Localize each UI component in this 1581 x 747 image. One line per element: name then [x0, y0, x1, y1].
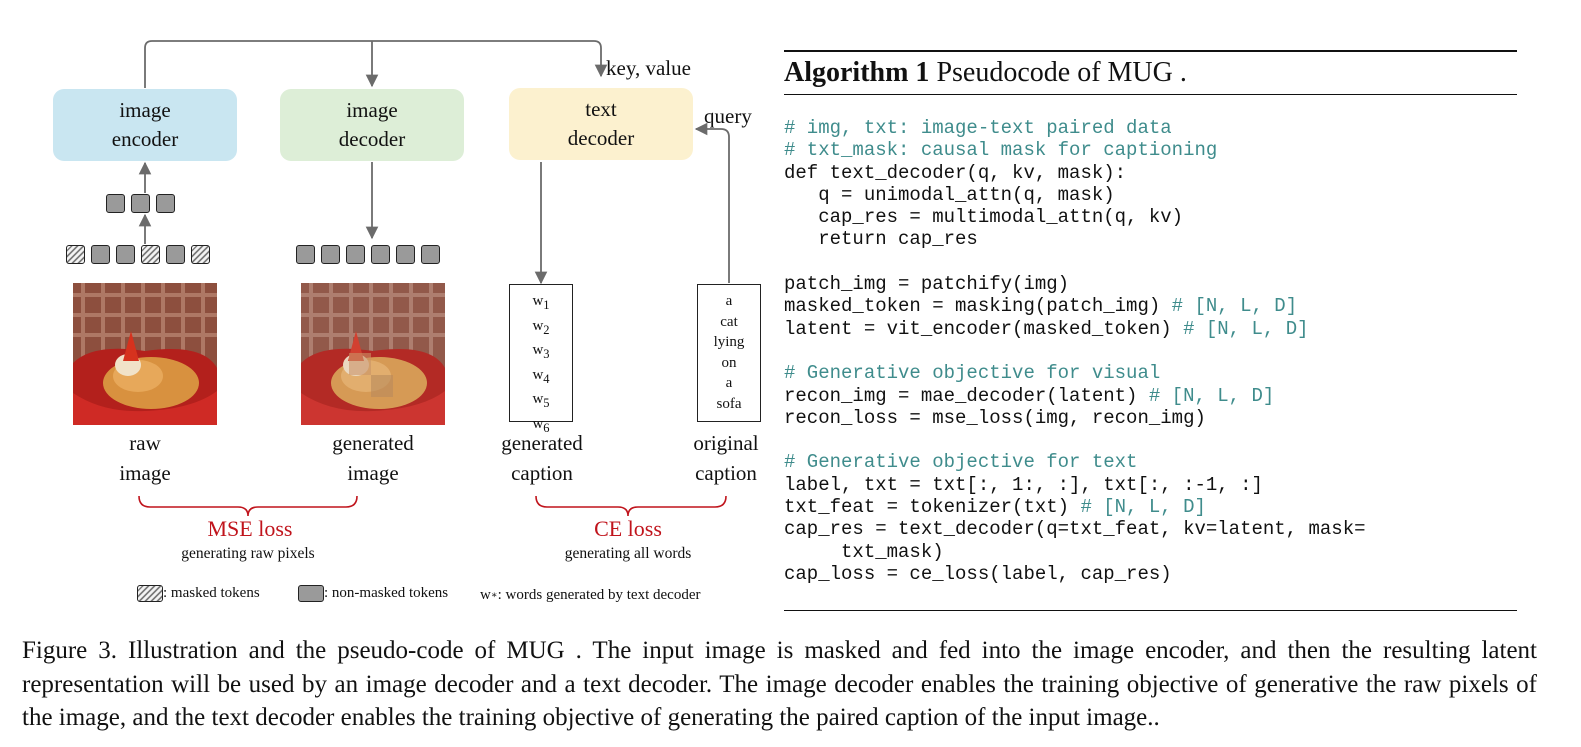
code-line: [784, 340, 1366, 362]
bottom-rule: [784, 610, 1517, 611]
code-line: cap_loss = ce_loss(label, cap_res): [784, 562, 1172, 585]
non-masked-token: [166, 245, 185, 264]
pseudocode: # img, txt: image-text paired data# txt_…: [784, 117, 1366, 585]
latent-to-text-decoder-arrow: [144, 40, 608, 88]
code-line: # Generative objective for visual: [784, 362, 1161, 385]
legend-masked: : masked tokens: [137, 585, 260, 602]
code-line: label, txt = txt[:, 1:, :], txt[:, :-1, …: [784, 473, 1263, 496]
code-line: recon_loss = mse_loss(img, recon_img): [784, 406, 1206, 429]
flow-arrows: [138, 40, 730, 517]
non-masked-token: [156, 194, 175, 213]
masked-token: [66, 245, 85, 264]
title-rule: [784, 94, 1517, 95]
ce-loss-description: generating all words: [564, 545, 692, 562]
code-line: masked_token = masking(patch_img) # [N, …: [784, 295, 1298, 318]
non-masked-token: [296, 245, 315, 264]
algorithm-block: Algorithm 1 Pseudocode of MUG . # img, t…: [784, 50, 1517, 611]
query-label: query: [704, 104, 752, 128]
code-line: recon_img = mae_decoder(latent) # [N, L,…: [784, 384, 1275, 407]
non-masked-token: [346, 245, 365, 264]
algorithm-title: Algorithm 1 Pseudocode of MUG .: [784, 57, 1187, 88]
visible-token-row: [106, 194, 175, 213]
code-line: txt_feat = tokenizer(txt) # [N, L, D]: [784, 496, 1206, 519]
input-token-row: [66, 245, 210, 264]
code-line: latent = vit_encoder(masked_token) # [N,…: [784, 317, 1309, 340]
code-line: # Generative objective for text: [784, 451, 1138, 474]
non-masked-token: [91, 245, 110, 264]
mse-loss-description: generating raw pixels: [181, 545, 315, 562]
mse-brace: [138, 495, 358, 517]
query-arrow: [694, 122, 730, 283]
code-line: def text_decoder(q, kv, mask):: [784, 161, 1127, 184]
masked-token: [141, 245, 160, 264]
mse-loss-label: MSE loss: [207, 516, 293, 541]
code-line: q = unimodal_attn(q, mask): [784, 183, 1115, 206]
code-line: cap_res = multimodal_attn(q, kv): [784, 206, 1184, 229]
legend-words: w∗: words generated by text decoder: [480, 587, 701, 603]
non-masked-token: [421, 245, 440, 264]
original-caption-box: a cat lying on a sofa: [697, 284, 761, 422]
code-line: txt_mask): [784, 540, 944, 563]
non-masked-token: [371, 245, 390, 264]
key-value-label: key, value: [606, 56, 691, 80]
code-line: [784, 429, 1366, 451]
non-masked-token-icon: [298, 585, 324, 602]
top-rule: [784, 50, 1517, 52]
masked-token-icon: [137, 585, 163, 602]
ce-loss-label: CE loss: [594, 516, 662, 541]
figure-caption: Figure 3. Illustration and the pseudo-co…: [22, 637, 1537, 731]
code-line: return cap_res: [784, 228, 978, 251]
generated-image: [301, 283, 445, 425]
non-masked-token: [321, 245, 340, 264]
code-line: patch_img = patchify(img): [784, 273, 1070, 296]
code-line: # img, txt: image-text paired data: [784, 117, 1172, 139]
non-masked-token: [116, 245, 135, 264]
non-masked-token: [396, 245, 415, 264]
masked-token: [191, 245, 210, 264]
non-masked-token: [106, 194, 125, 213]
code-line: cap_res = text_decoder(q=txt_feat, kv=la…: [784, 518, 1366, 541]
code-line: # txt_mask: causal mask for captioning: [784, 139, 1218, 162]
code-line: [784, 251, 1366, 273]
non-masked-token: [131, 194, 150, 213]
raw-image: [73, 283, 217, 425]
output-token-row: [296, 245, 440, 264]
legend-non-masked: : non-masked tokens: [298, 585, 448, 602]
generated-caption-box: w1 w2 w3 w4 w5 w6: [509, 284, 573, 435]
ce-brace: [535, 495, 727, 517]
